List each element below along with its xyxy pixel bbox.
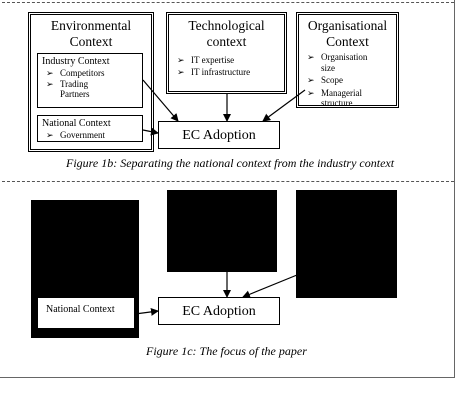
list-item: ➢Trading Partners: [46, 78, 90, 100]
national-context-box: National Context ➢Government: [37, 115, 143, 142]
list-item: ➢Competitors: [46, 68, 105, 78]
list-item: ➢IT infrastructure: [177, 66, 251, 77]
arrowhead-bullet-icon: ➢: [177, 55, 185, 65]
dashed-separator-middle: [2, 181, 454, 182]
arrowhead-bullet-icon: ➢: [177, 66, 185, 77]
list-item: ➢Organisation size: [307, 52, 368, 73]
ec-adoption-box: EC Adoption: [158, 121, 280, 149]
arrowhead-bullet-icon: ➢: [307, 87, 315, 98]
list-item: ➢Scope: [307, 75, 343, 85]
technological-context-title: Technological context: [188, 18, 265, 49]
arrowhead-bullet-icon: ➢: [46, 130, 54, 140]
arrow-national-to-ec: [142, 127, 159, 136]
list-item: ➢IT expertise: [177, 55, 235, 65]
list-item: ➢Government: [46, 130, 105, 140]
dashed-separator-top: [2, 2, 454, 3]
arrowhead-bullet-icon: ➢: [307, 52, 315, 62]
arrowhead-bullet-icon: ➢: [307, 75, 315, 85]
list-item: ➢Managerial structure: [307, 87, 362, 109]
ec-adoption-box: EC Adoption: [158, 297, 280, 325]
arrowhead-bullet-icon: ➢: [46, 68, 54, 78]
arrowhead-bullet-icon: ➢: [46, 78, 54, 89]
figure-1b-caption: Figure 1b: Separating the national conte…: [66, 156, 395, 170]
arrow-national-to-ec-1c: [134, 307, 159, 316]
masked-technological-context-box: [167, 190, 277, 272]
technological-context-box: Technological context ➢IT expertise ➢IT …: [166, 12, 287, 94]
arrow-environmental-to-ec: [142, 79, 179, 122]
national-context-box: National Context: [37, 297, 135, 329]
organisational-context-box: Organisational Context ➢Organisation siz…: [296, 12, 399, 108]
national-context-label: National Context: [46, 304, 115, 315]
figure-frame: [0, 0, 455, 378]
national-context-title: National Context: [42, 118, 111, 129]
environmental-context-title: Environmental Context: [50, 18, 132, 49]
industry-context-title: Industry Context: [42, 56, 110, 67]
industry-context-box: Industry Context ➢Competitors ➢Trading P…: [37, 53, 143, 108]
organisational-context-title: Organisational Context: [307, 18, 388, 49]
masked-organisational-context-box: [296, 190, 397, 298]
figure-1c-caption: Figure 1c: The focus of the paper: [146, 344, 307, 358]
arrow-organisational-to-ec-1c: [242, 274, 298, 299]
arrow-organisational-to-ec: [262, 89, 306, 122]
